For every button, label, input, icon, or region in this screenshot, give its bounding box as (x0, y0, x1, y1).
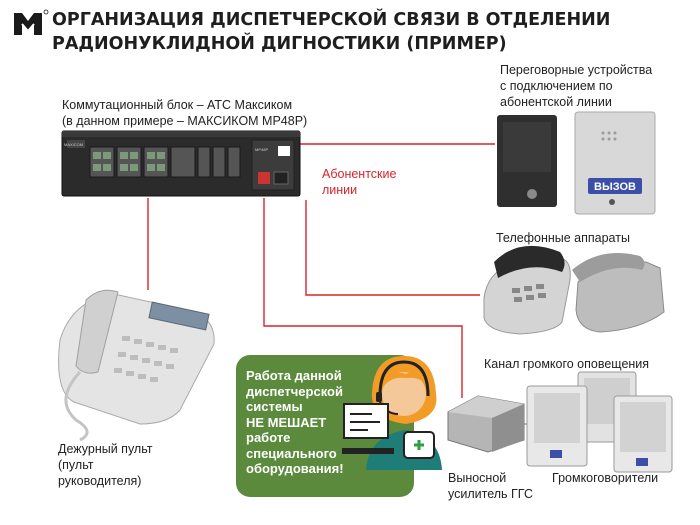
operator-icon (342, 356, 442, 470)
callout-line: диспетчерской (246, 383, 343, 399)
maxicom-logo-icon (14, 9, 49, 36)
duty-console-label-line: руководителя) (58, 474, 142, 488)
amplifier-image (447, 395, 525, 453)
callout-line: НЕ МЕШАЕТ (246, 414, 327, 430)
line-to-phones (305, 200, 480, 296)
pa-channel-label: Канал громкого оповещения (484, 357, 650, 371)
intercom-call-text: ВЫЗОВ (594, 181, 636, 193)
intercom-label-line: с подключением по (500, 79, 613, 93)
amplifier-label: Выносной усилитель ГГС (448, 470, 548, 502)
intercom-label: Переговорные устройства с подключением п… (500, 62, 695, 110)
phones-label: Телефонные аппараты (496, 231, 630, 245)
intercom-label-line: абонентской линии (500, 95, 612, 109)
switch-label-line: Коммутационный блок – АТС Максиком (62, 98, 293, 112)
intercom-devices-image (497, 111, 656, 215)
callout-text: Работа данной диспетчерской системы НЕ М… (246, 368, 364, 477)
switch-unit-image (61, 130, 301, 197)
callout-line: оборудования! (246, 461, 344, 476)
amplifier-label-line: Выносной (448, 471, 507, 485)
duty-console-label-line: (пульт (58, 458, 94, 472)
switch-label-line: (в данном примере – МАКСИКОМ MP48P) (62, 114, 308, 128)
subscriber-lines-label-line: Абонентские (322, 167, 397, 181)
subscriber-lines-label-line: линии (322, 183, 358, 197)
line-to-amplifier (263, 198, 463, 398)
callout-line: системы (246, 399, 303, 414)
speakers-image (526, 371, 673, 473)
duty-console-label: Дежурный пульт (пульт руководителя) (58, 441, 208, 489)
page-title: ОРГАНИЗАЦИЯ ДИСПЕТЧЕРСКОЙ СВЯЗИ В ОТДЕЛЕ… (52, 10, 611, 54)
amplifier-label-line: усилитель ГГС (448, 487, 534, 501)
callout-line: Работа данной (246, 368, 342, 383)
duty-console-image (58, 289, 215, 442)
speakers-label: Громкоговорители (552, 471, 659, 485)
subscriber-lines-label: Абонентские линии (322, 166, 442, 198)
callout-line: специального (246, 445, 337, 461)
intercom-label-line: Переговорные устройства (500, 63, 653, 77)
switch-panel-text: MAXICOM (64, 142, 83, 147)
callout-line: работе (246, 430, 291, 445)
switch-model-text: MP48P (255, 147, 268, 152)
duty-console-label-line: Дежурный пульт (58, 442, 153, 456)
telephones-image (483, 245, 665, 335)
switch-label: Коммутационный блок – АТС Максиком (в да… (62, 97, 352, 129)
